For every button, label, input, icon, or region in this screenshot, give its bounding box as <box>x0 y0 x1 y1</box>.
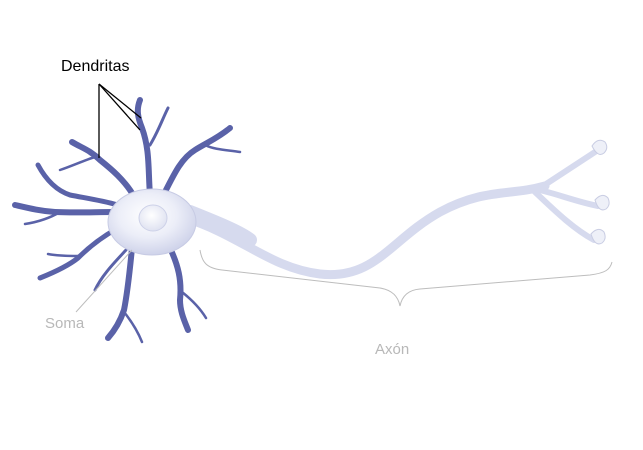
axon-label: Axón <box>375 341 410 358</box>
nucleus <box>138 204 168 232</box>
axon-terminals <box>590 139 610 245</box>
axon-terminal <box>591 139 608 155</box>
axon-terminal <box>590 228 606 245</box>
soma <box>107 188 197 256</box>
dendrites <box>12 97 242 344</box>
axon-bracket <box>199 249 613 307</box>
axon <box>180 149 601 280</box>
soma-label: Soma <box>45 315 85 332</box>
axon-terminal <box>594 194 610 211</box>
soma-leader-line <box>75 249 133 313</box>
dendrites-label: Dendritas <box>61 58 130 75</box>
dendrites-leader-lines <box>98 83 142 158</box>
